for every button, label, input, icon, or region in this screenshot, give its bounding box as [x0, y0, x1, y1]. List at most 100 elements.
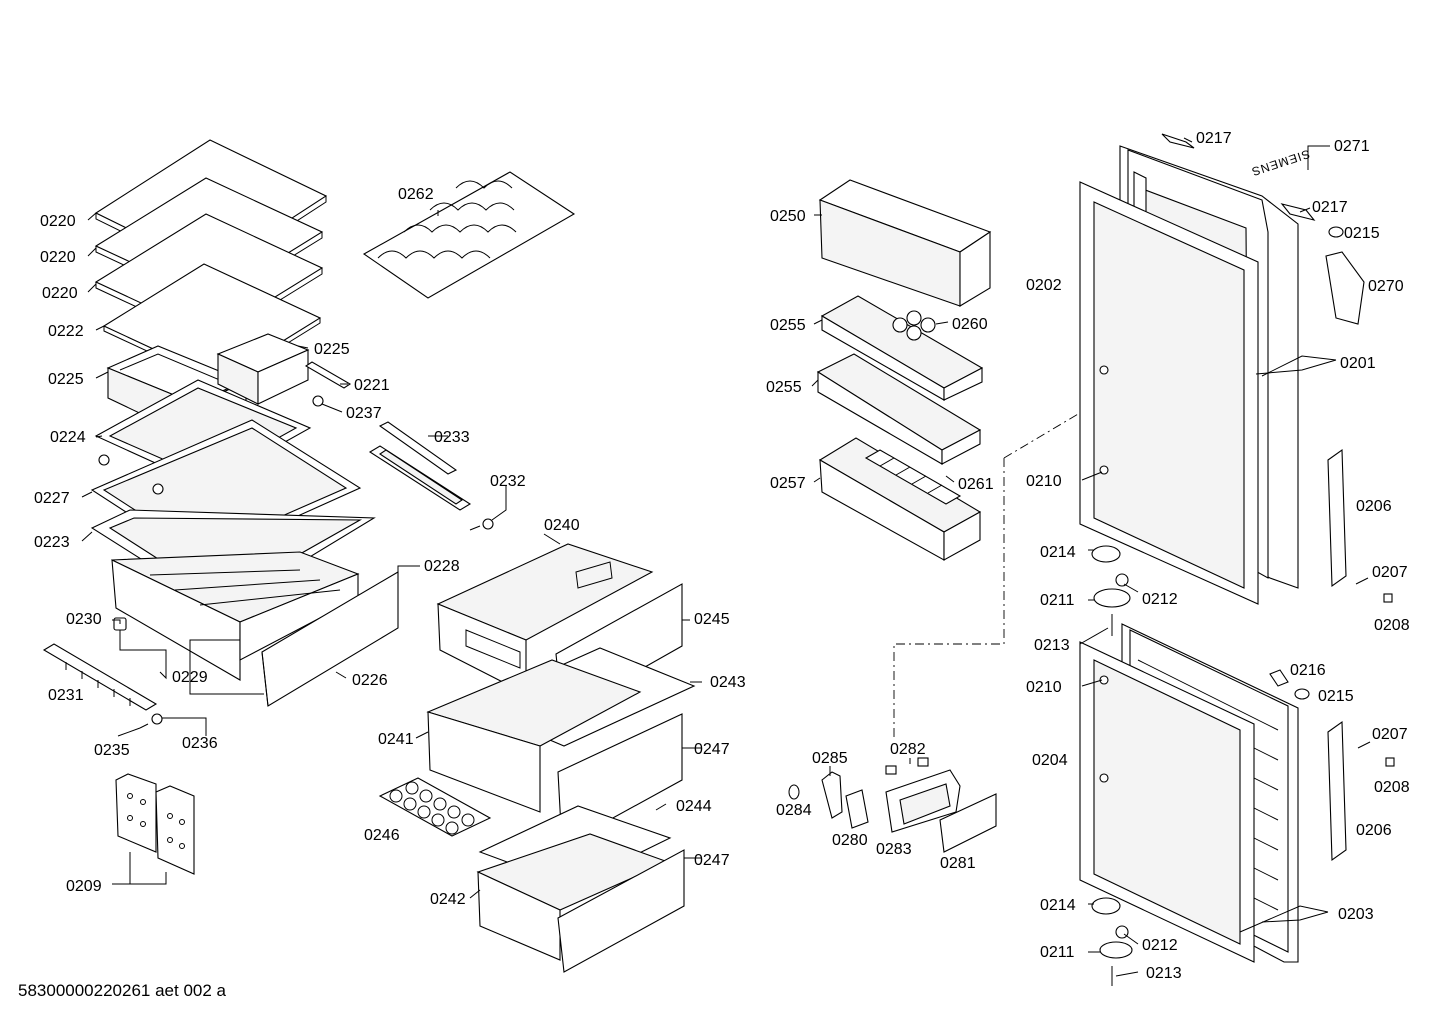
label-0271: 0271: [1334, 138, 1370, 155]
label-0228: 0228: [424, 558, 460, 575]
label-0214-a: 0214: [1040, 544, 1076, 561]
insert-0261: [864, 449, 962, 505]
label-0214-b: 0214: [1040, 897, 1076, 914]
label-0255-a: 0255: [770, 317, 806, 334]
badge-0217b: [1280, 203, 1316, 221]
label-0246: 0246: [364, 827, 400, 844]
door-shelf-0257: [818, 437, 982, 561]
gasket-0202: [1079, 181, 1259, 605]
label-0281: 0281: [940, 855, 976, 872]
label-0222: 0222: [48, 323, 84, 340]
label-0240: 0240: [544, 517, 580, 534]
clip-0237: [312, 395, 324, 407]
label-0280: 0280: [832, 832, 868, 849]
rail-0233: [378, 421, 458, 475]
cap-0208b: [1385, 757, 1395, 767]
rail-0232: [368, 445, 472, 511]
label-0232: 0232: [490, 473, 526, 490]
cap-0208a: [1383, 593, 1393, 603]
label-0212-a: 0212: [1142, 591, 1178, 608]
ring-0284: [788, 784, 800, 800]
label-0242: 0242: [430, 891, 466, 908]
label-0210-b: 0210: [1026, 679, 1062, 696]
wine-rack-0262: [362, 171, 576, 299]
label-0229: 0229: [172, 669, 208, 686]
label-0208-a: 0208: [1374, 617, 1410, 634]
label-0261: 0261: [958, 476, 994, 493]
label-0220-b: 0220: [40, 249, 76, 266]
screw-0207a: [1355, 577, 1369, 585]
hinge-0211a: [1093, 588, 1131, 608]
label-0208-b: 0208: [1374, 779, 1410, 796]
label-0236: 0236: [182, 735, 218, 752]
label-0226: 0226: [352, 672, 388, 689]
door-shelf-0250: [818, 179, 992, 307]
cap-0215a: [1328, 226, 1344, 238]
crisper-0228: [111, 551, 360, 681]
ice-packs-0209: [115, 773, 195, 875]
label-0211-b: 0211: [1040, 944, 1075, 961]
door-shelf-0255-upper: [820, 295, 984, 401]
label-0227: 0227: [34, 490, 70, 507]
label-0260: 0260: [952, 316, 988, 333]
label-0285: 0285: [812, 750, 848, 767]
clips-0282: [885, 757, 929, 775]
screw-0210b: [1099, 675, 1109, 783]
label-0202: 0202: [1026, 277, 1062, 294]
label-0206-b: 0206: [1356, 822, 1392, 839]
label-0217-a: 0217: [1196, 130, 1232, 147]
label-0221: 0221: [354, 377, 390, 394]
hinge-0214b: [1091, 897, 1121, 915]
label-0220-a: 0220: [40, 213, 76, 230]
label-0204: 0204: [1032, 752, 1068, 769]
document-code: 58300000220261 aet 002 a: [18, 981, 226, 1000]
screw-0207b: [1357, 741, 1371, 749]
label-0257: 0257: [770, 475, 806, 492]
label-0215-a: 0215: [1344, 225, 1380, 242]
label-0283: 0283: [876, 841, 912, 858]
label-0207-a: 0207: [1372, 564, 1408, 581]
label-0247-a: 0247: [694, 741, 730, 758]
handle-0206a: [1327, 448, 1347, 588]
housing-0283: [885, 769, 961, 833]
gasket-0204: [1079, 641, 1255, 963]
label-0250: 0250: [770, 208, 806, 225]
label-0270: 0270: [1368, 278, 1404, 295]
label-0255-b: 0255: [766, 379, 802, 396]
label-0230: 0230: [66, 611, 102, 628]
label-0223: 0223: [34, 534, 70, 551]
strip-0231: [42, 643, 158, 711]
label-0225-b: 0225: [314, 341, 350, 358]
drawer-0225-right: [216, 333, 310, 405]
label-0224: 0224: [50, 429, 86, 446]
door-shelf-0255-lower: [816, 353, 982, 465]
rail-0221: [304, 361, 352, 389]
knob-0232: [469, 518, 494, 531]
knob-0236: [151, 713, 163, 725]
cap-0215b: [1294, 688, 1310, 700]
label-0209: 0209: [66, 878, 102, 895]
label-0213-a: 0213: [1034, 637, 1070, 654]
label-0216: 0216: [1290, 662, 1326, 679]
handle-0206b: [1327, 720, 1347, 862]
pin-0212b: [1115, 925, 1129, 939]
label-0235: 0235: [94, 742, 130, 759]
label-0207-b: 0207: [1372, 726, 1408, 743]
leader-lines: [81, 137, 1337, 977]
label-0211-a: 0211: [1040, 592, 1075, 609]
pin-0212a: [1115, 573, 1129, 587]
label-0262: 0262: [398, 186, 434, 203]
panel-0270: [1325, 251, 1365, 325]
callout-labels: 0220 0220 0220 0222 0225 0225 0221 0237 …: [34, 130, 1410, 982]
egg-tray-0246: [378, 777, 492, 837]
label-0245: 0245: [694, 611, 730, 628]
label-0225-a: 0225: [48, 371, 84, 388]
label-0213-b: 0213: [1146, 965, 1182, 982]
label-0244: 0244: [676, 798, 712, 815]
label-0210-a: 0210: [1026, 473, 1062, 490]
hinge-0211b: [1099, 941, 1133, 959]
hinge-0214a: [1091, 545, 1121, 563]
egg-holder-0260: [892, 310, 936, 341]
label-0243: 0243: [710, 674, 746, 691]
